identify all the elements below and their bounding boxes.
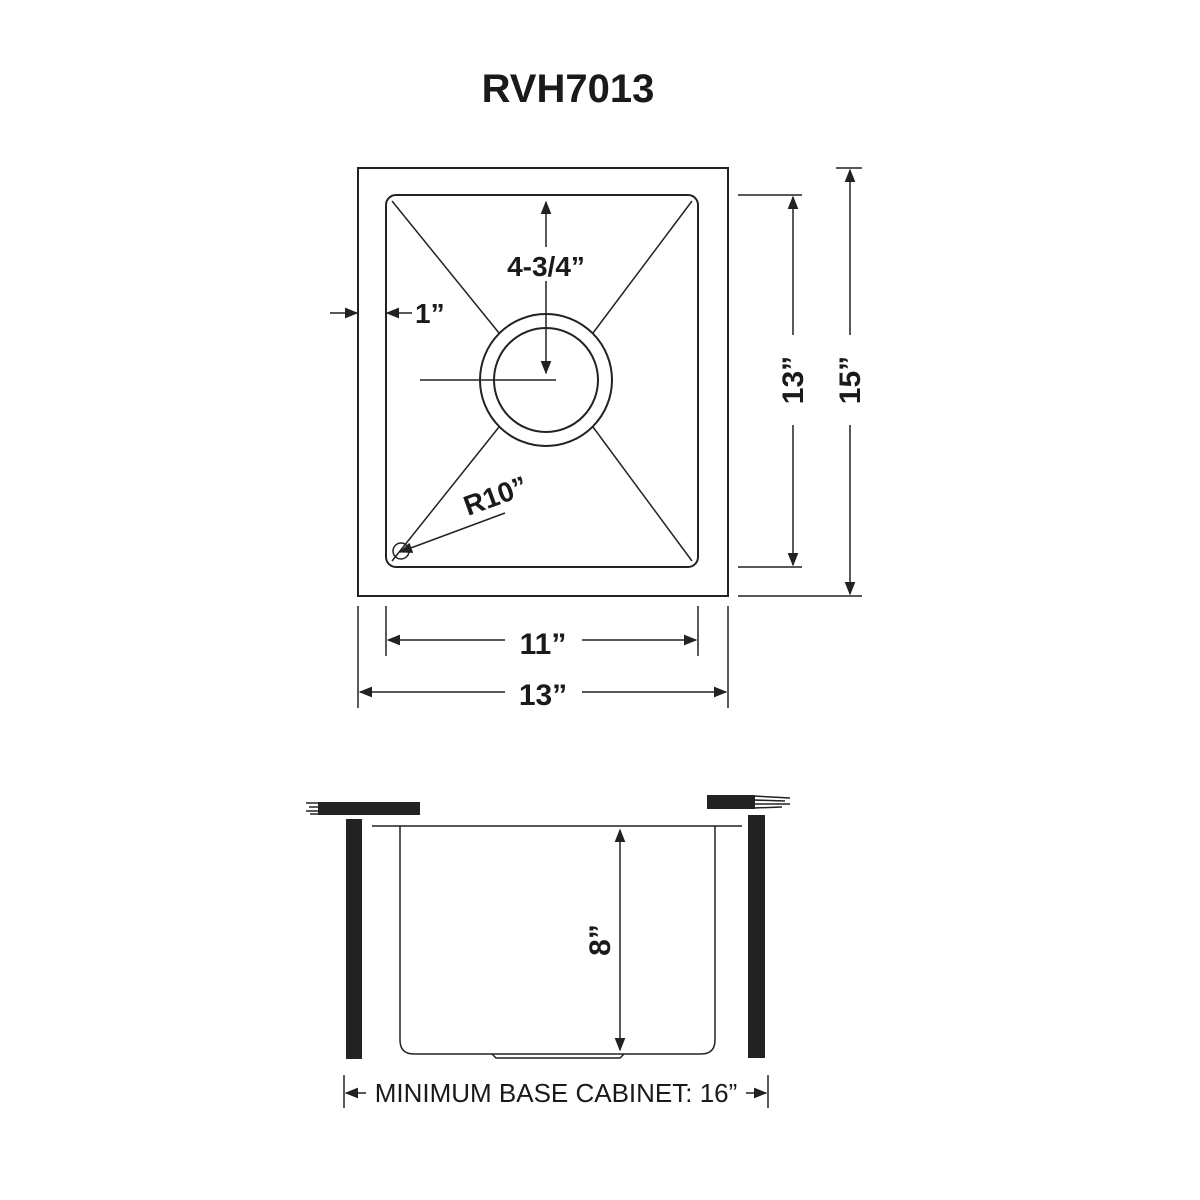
countertop-left bbox=[306, 802, 420, 815]
sink-body-profile bbox=[399, 826, 716, 1055]
depth-label: 8” bbox=[584, 924, 617, 956]
drain-depth-label: 4-3/4” bbox=[507, 251, 585, 282]
inner-width-label: 11” bbox=[520, 628, 567, 661]
radius-arrow bbox=[398, 512, 506, 553]
slope-lines bbox=[391, 200, 693, 562]
top-view: 4-3/4” 1” R10” 13” 15” 11” bbox=[330, 167, 867, 712]
inner-length-label: 13” bbox=[777, 356, 810, 404]
radius-marker bbox=[392, 542, 410, 560]
cabinet-wall-right bbox=[748, 815, 765, 1058]
countertop-right bbox=[707, 795, 791, 809]
outer-width-label: 13” bbox=[519, 679, 567, 712]
model-title: RVH7013 bbox=[482, 67, 655, 111]
side-view: 8” MINIMUM BASE CABINET: 16” bbox=[306, 795, 791, 1108]
drain-profile bbox=[491, 1053, 625, 1059]
sink-outer-rim bbox=[357, 167, 729, 597]
corner-radius-label: R10” bbox=[459, 470, 531, 521]
inner-length-dim bbox=[738, 194, 802, 568]
sink-bowl bbox=[385, 194, 699, 568]
min-cabinet-label: MINIMUM BASE CABINET: 16” bbox=[375, 1078, 738, 1108]
inner-width-dim bbox=[385, 606, 699, 656]
rim-width-label: 1” bbox=[415, 298, 445, 329]
outer-length-dim bbox=[738, 167, 862, 597]
cabinet-wall-left bbox=[346, 819, 362, 1059]
outer-width-dim bbox=[357, 606, 729, 708]
outer-length-label: 15” bbox=[834, 356, 867, 404]
